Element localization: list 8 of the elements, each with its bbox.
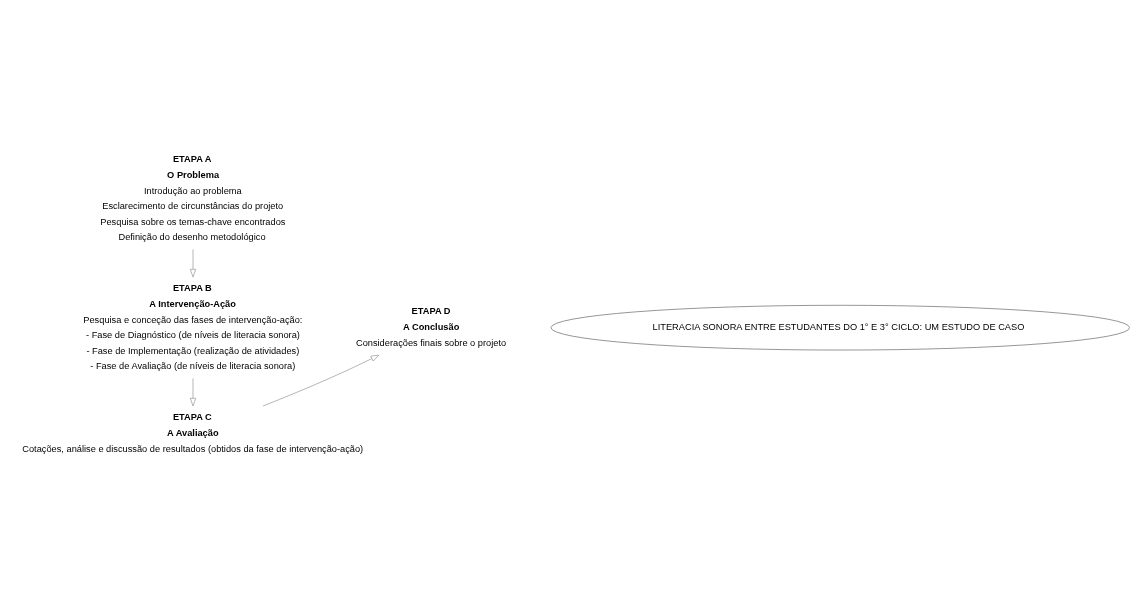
- node-text: ETAPA B A Intervenção-Ação Pesquisa e conceção das fases de intervenção-ação: - Fase de Diagnóstico (de níveis de literacia sonora) - Fase de Implementação (realização de atividades) - Fase de Avaliação (de níveis de literacia sonora): [83, 282, 303, 371]
- node-text: ETAPA D A Conclusão Considerações finais sobre o projeto: [355, 305, 507, 348]
- arrow: [190, 248, 196, 277]
- node-ellipse: LITERACIA SONORA ENTRE ESTUDANTES DO 1° E 3° CICLO: UM ESTUDO DE CASO: [550, 304, 1130, 350]
- arrow: [190, 377, 196, 406]
- node-text: ETAPA C A Avaliação Cotações, análise e discussão de resultados (obtidos da fase de intervenção-ação): [22, 411, 364, 454]
- arrow: [262, 354, 380, 406]
- node-text: ETAPA A O Problema Introdução ao problema Esclarecimento de circunstâncias do projeto Pesquisa sobre os temas-chave encontrados Definição do desenho metodológico: [100, 153, 286, 242]
